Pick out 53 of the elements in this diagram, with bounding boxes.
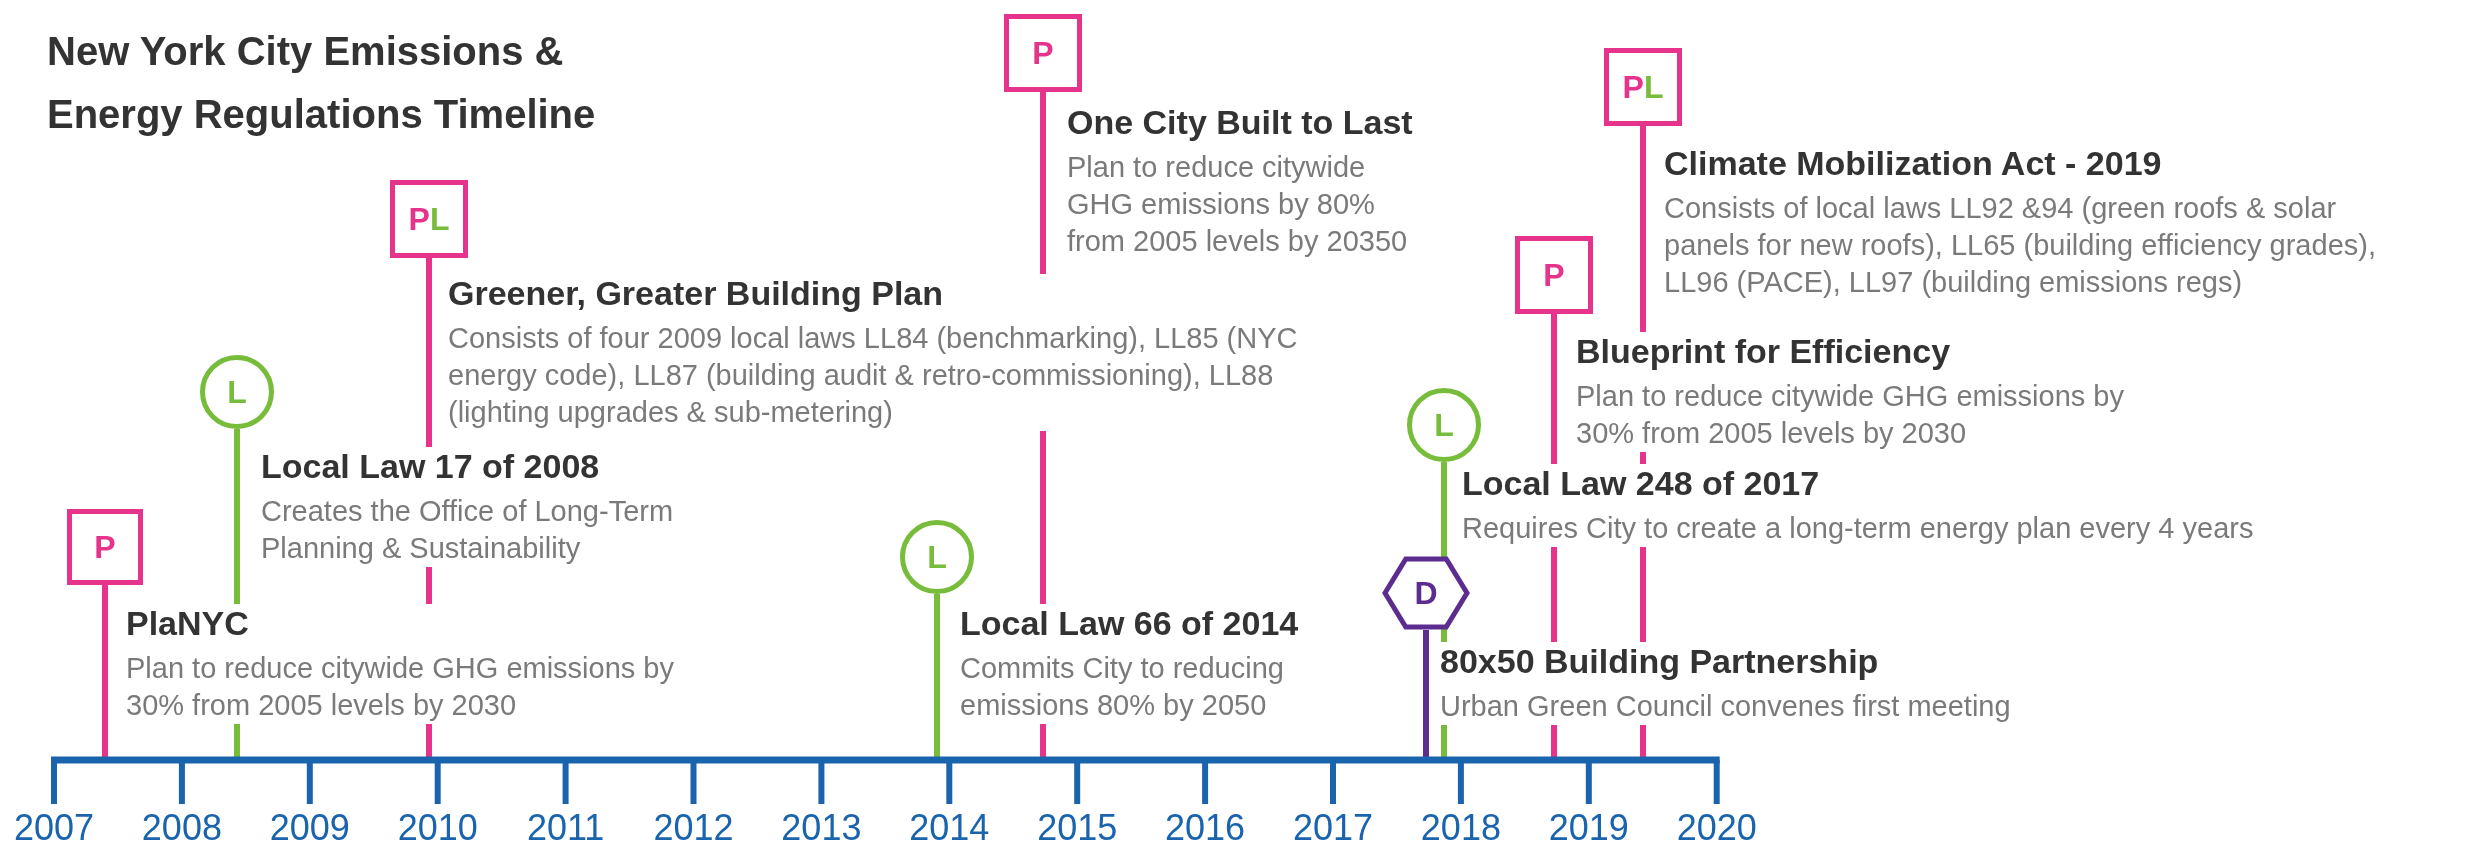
event-description: Creates the Office of Long-Term Planning & Sustainability xyxy=(261,494,675,566)
year-label: 2010 xyxy=(396,808,479,848)
year-label: 2020 xyxy=(1675,808,1758,848)
timeline-stem xyxy=(102,585,108,760)
year-label: 2007 xyxy=(12,808,96,848)
square-marker xyxy=(1004,14,1082,92)
square-marker xyxy=(1604,48,1682,126)
event-description: Urban Green Council convenes first meeting xyxy=(1440,689,2012,724)
square-marker xyxy=(67,509,143,585)
marker-letter: L xyxy=(1643,71,1664,103)
event-title: PlaNYC xyxy=(126,604,249,642)
marker-letter: P xyxy=(1622,71,1644,103)
event-title: Local Law 248 of 2017 xyxy=(1462,464,1820,502)
year-label: 2014 xyxy=(908,808,991,848)
marker-letter: P xyxy=(1032,37,1054,69)
event-description: Consists of four 2009 local laws LL84 (benchmarking), LL85 (NYC energy code), LL87 (building audit & retro-commissioning), LL88 (lighting upgrades & sub-metering) xyxy=(448,321,1298,430)
event-title: One City Built to Last xyxy=(1067,103,1413,141)
year-label: 2009 xyxy=(268,808,351,848)
marker-letter: P xyxy=(1543,259,1565,291)
square-marker xyxy=(1515,236,1593,314)
timeline-stem xyxy=(1423,630,1429,760)
event-description: Requires City to create a long-term energy plan every 4 years xyxy=(1462,511,2255,546)
year-label: 2017 xyxy=(1291,808,1375,848)
year-label: 2016 xyxy=(1164,808,1247,848)
timeline-stem xyxy=(934,594,940,760)
marker-letter: L xyxy=(927,541,947,573)
year-label: 2012 xyxy=(652,808,735,848)
event-description: Commits City to reducing emissions 80% by 2050 xyxy=(960,651,1285,723)
marker-letter: L xyxy=(1434,409,1454,441)
marker-letter: L xyxy=(227,376,247,408)
year-label: 2018 xyxy=(1419,808,1502,848)
event-description: Plan to reduce citywide GHG emissions by 80% from 2005 levels by 20350 xyxy=(1067,150,1409,259)
diagram-title: New York City Emissions & Energy Regulations Timeline xyxy=(47,28,597,138)
event-title: Local Law 17 of 2008 xyxy=(261,447,600,485)
hexagon-marker xyxy=(1382,556,1470,630)
marker-letter: P xyxy=(94,531,116,563)
year-label: 2019 xyxy=(1547,808,1630,848)
marker-letter: D xyxy=(1414,577,1438,609)
event-description: Plan to reduce citywide GHG emissions by 30% from 2005 levels by 2030 xyxy=(126,651,675,723)
event-title: Greener, Greater Building Plan xyxy=(448,274,944,312)
year-label: 2015 xyxy=(1036,808,1119,848)
year-label: 2008 xyxy=(140,808,223,848)
year-label: 2011 xyxy=(525,808,606,848)
event-title: Blueprint for Efficiency xyxy=(1576,332,1951,370)
event-title: Local Law 66 of 2014 xyxy=(960,604,1299,642)
event-title: 80x50 Building Partnership xyxy=(1440,642,1879,680)
marker-letter: P xyxy=(408,203,430,235)
event-title: Climate Mobilization Act - 2019 xyxy=(1664,144,2162,182)
event-description: Consists of local laws LL92 &94 (green roofs & solar panels for new roofs), LL65 (building efficiency grades), LL96 (PACE), LL97 (building emissions regs) xyxy=(1664,191,2377,300)
year-label: 2013 xyxy=(780,808,863,848)
marker-letter: L xyxy=(429,203,450,235)
event-description: Plan to reduce citywide GHG emissions by 30% from 2005 levels by 2030 xyxy=(1576,379,2125,451)
square-marker xyxy=(390,180,468,258)
